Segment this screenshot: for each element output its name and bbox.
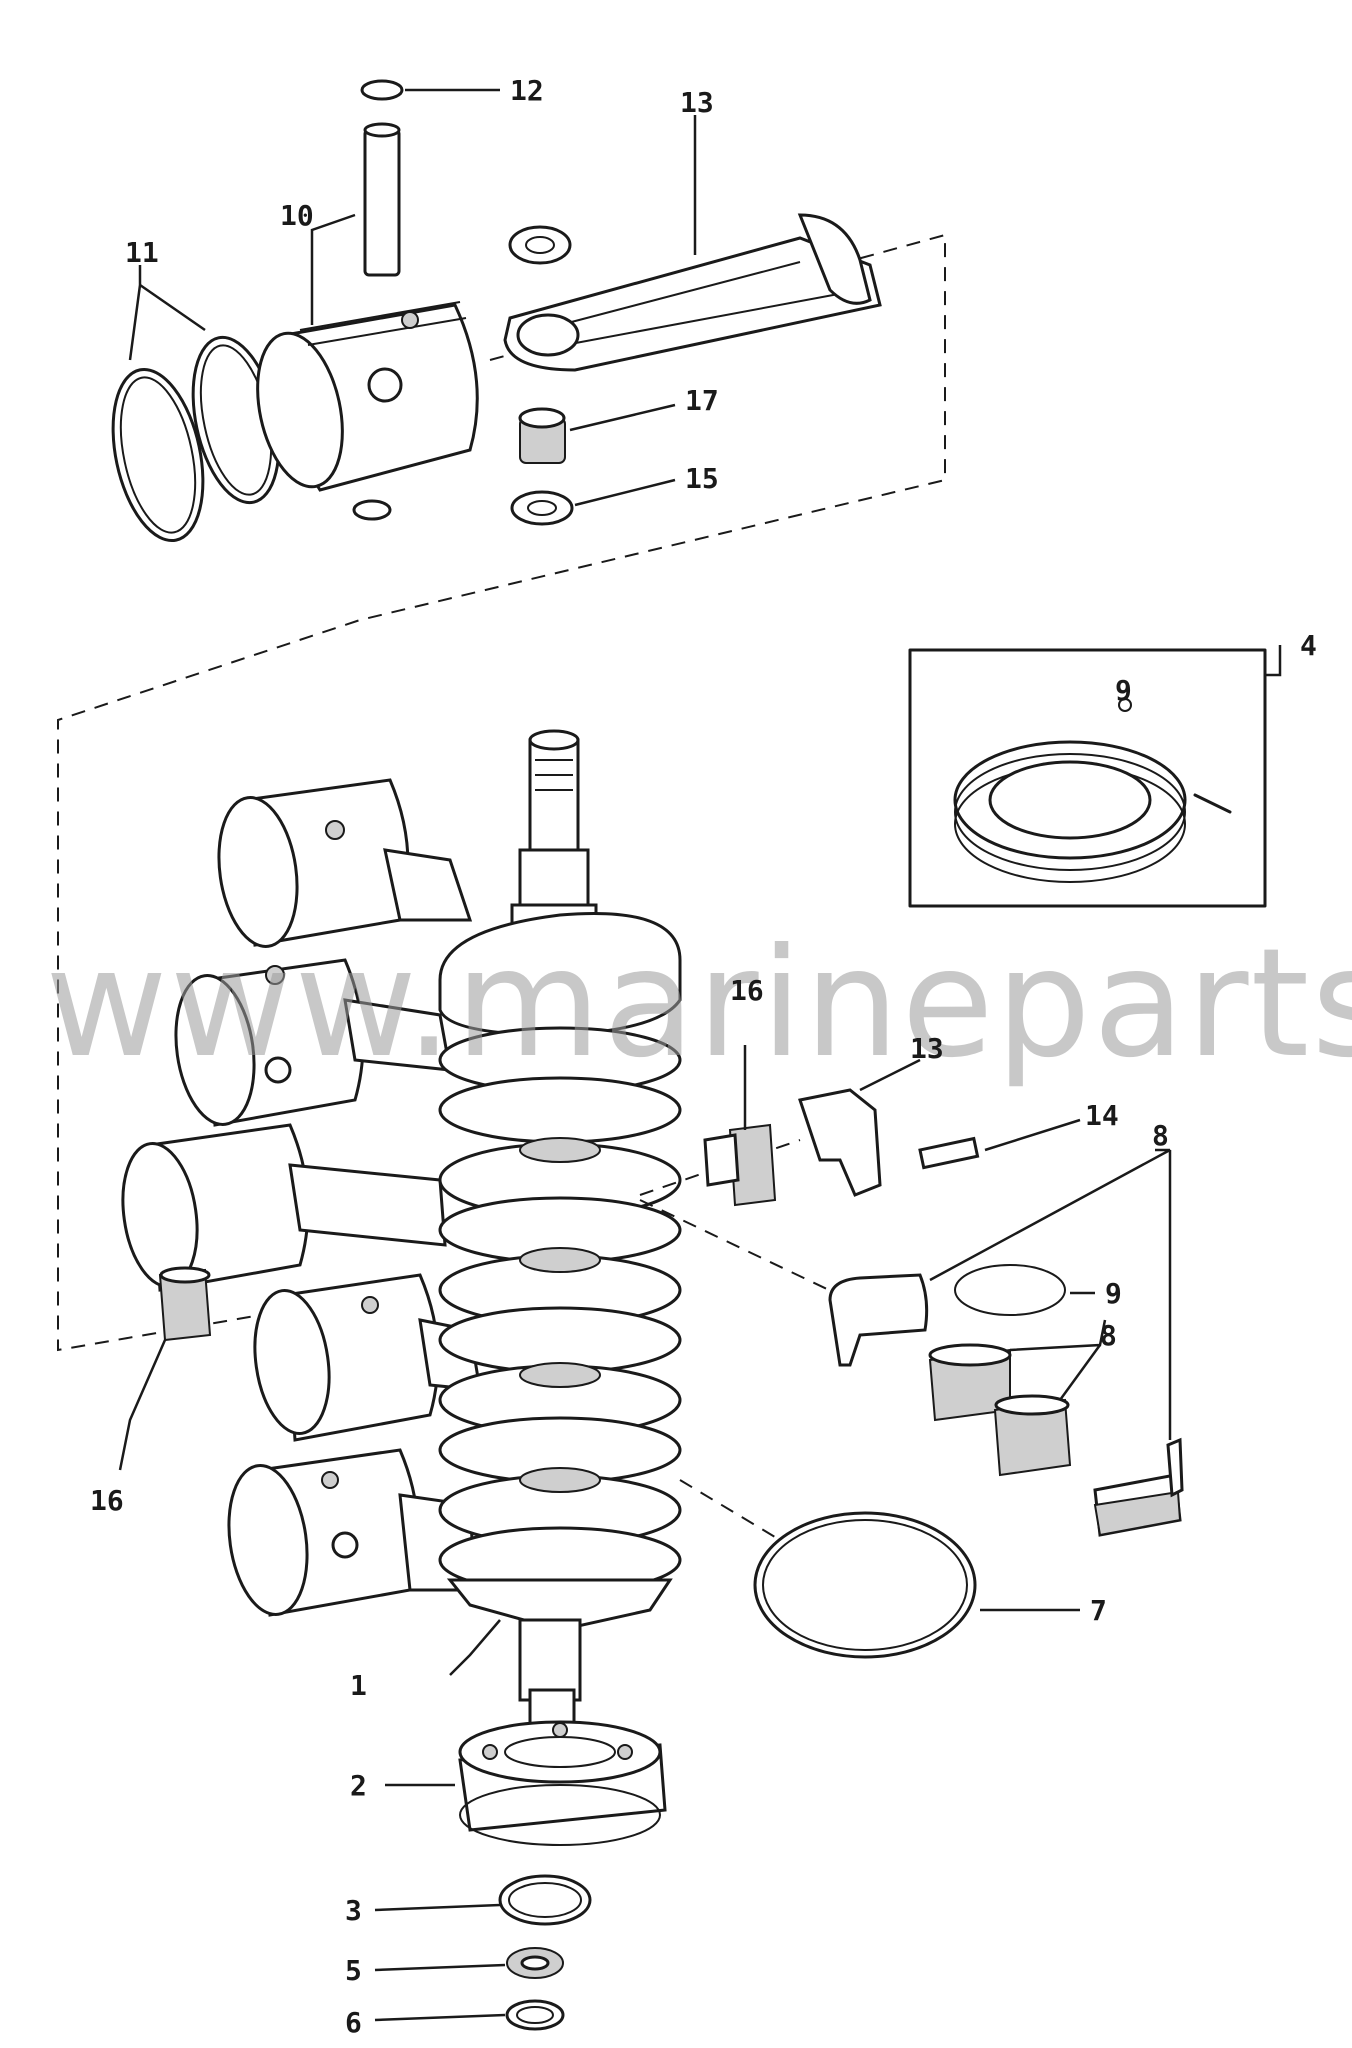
callout-16-lower: 16 [90, 1484, 124, 1517]
retaining-ring-9 [954, 1264, 1066, 1316]
crank-webs [438, 911, 682, 1594]
connecting-rod [503, 213, 882, 372]
callout-14: 14 [1085, 1099, 1119, 1132]
piston-3 [121, 1123, 447, 1292]
leader-lines [118, 88, 1282, 2022]
main-bearing-race-half [828, 1273, 929, 1367]
seal-6 [505, 1999, 565, 2031]
callout-9-inset: 9 [1115, 674, 1132, 707]
callout-3: 3 [345, 1894, 362, 1927]
end-cap-screw [1193, 793, 1232, 814]
oil-seal-3 [498, 1874, 592, 1926]
main-bearing-race-lower [1093, 1437, 1184, 1537]
wrist-pin-needle-bearing [518, 407, 566, 464]
callout-8-top: 8 [1152, 1119, 1169, 1152]
callout-6: 6 [345, 2006, 362, 2039]
bottom-bearing-stack [458, 1720, 667, 2031]
piston-5 [227, 1448, 477, 1617]
washer-5 [506, 1947, 564, 1979]
end-cap-inset [908, 648, 1267, 908]
needle-bearing-cage-upper [703, 1123, 777, 1207]
top-piston-assembly [57, 79, 946, 1352]
thrust-washer-bottom [510, 490, 574, 526]
piston-pin-clip-top [360, 79, 404, 101]
piston [256, 301, 479, 492]
callout-4: 4 [1300, 629, 1317, 662]
callout-17: 17 [685, 384, 719, 417]
callout-13-top: 13 [680, 86, 714, 119]
rod-cap [798, 1088, 882, 1197]
piston-ring-outer [111, 367, 205, 543]
callout-2: 2 [350, 1769, 367, 1802]
large-retaining-ring [753, 1511, 977, 1659]
callout-13-cap: 13 [910, 1032, 944, 1065]
main-bearing-needle-2 [993, 1394, 1072, 1477]
callout-9: 9 [1105, 1277, 1122, 1310]
piston-pin [363, 122, 401, 277]
watermark-text: www.marineparts.eu [45, 917, 1352, 1091]
piston-pin-clip-bottom [352, 499, 392, 521]
piston-1 [217, 778, 473, 948]
callout-8-mid: 8 [1100, 1319, 1117, 1352]
callout-5: 5 [345, 1954, 362, 1987]
right-side-parts [158, 1088, 1184, 1659]
callout-12: 12 [510, 74, 544, 107]
crankshaft-assembly [121, 729, 682, 1745]
thrust-washer-top [508, 225, 572, 265]
callout-1: 1 [350, 1669, 367, 1702]
crankshaft-bottom-shaft [446, 1578, 673, 1745]
piston-2 [174, 958, 452, 1127]
callout-10: 10 [280, 199, 314, 232]
callout-16-upper: 16 [730, 974, 764, 1007]
callout-labels: 12 13 10 11 17 15 4 9 16 13 14 8 9 8 16 … [90, 74, 1317, 2039]
rod-cap-screw [918, 1136, 980, 1170]
needle-bearing-cage-lower [158, 1266, 212, 1342]
ball-bearing [458, 1720, 667, 1846]
callout-15: 15 [685, 462, 719, 495]
callout-7: 7 [1090, 1594, 1107, 1627]
callout-11: 11 [125, 236, 159, 269]
